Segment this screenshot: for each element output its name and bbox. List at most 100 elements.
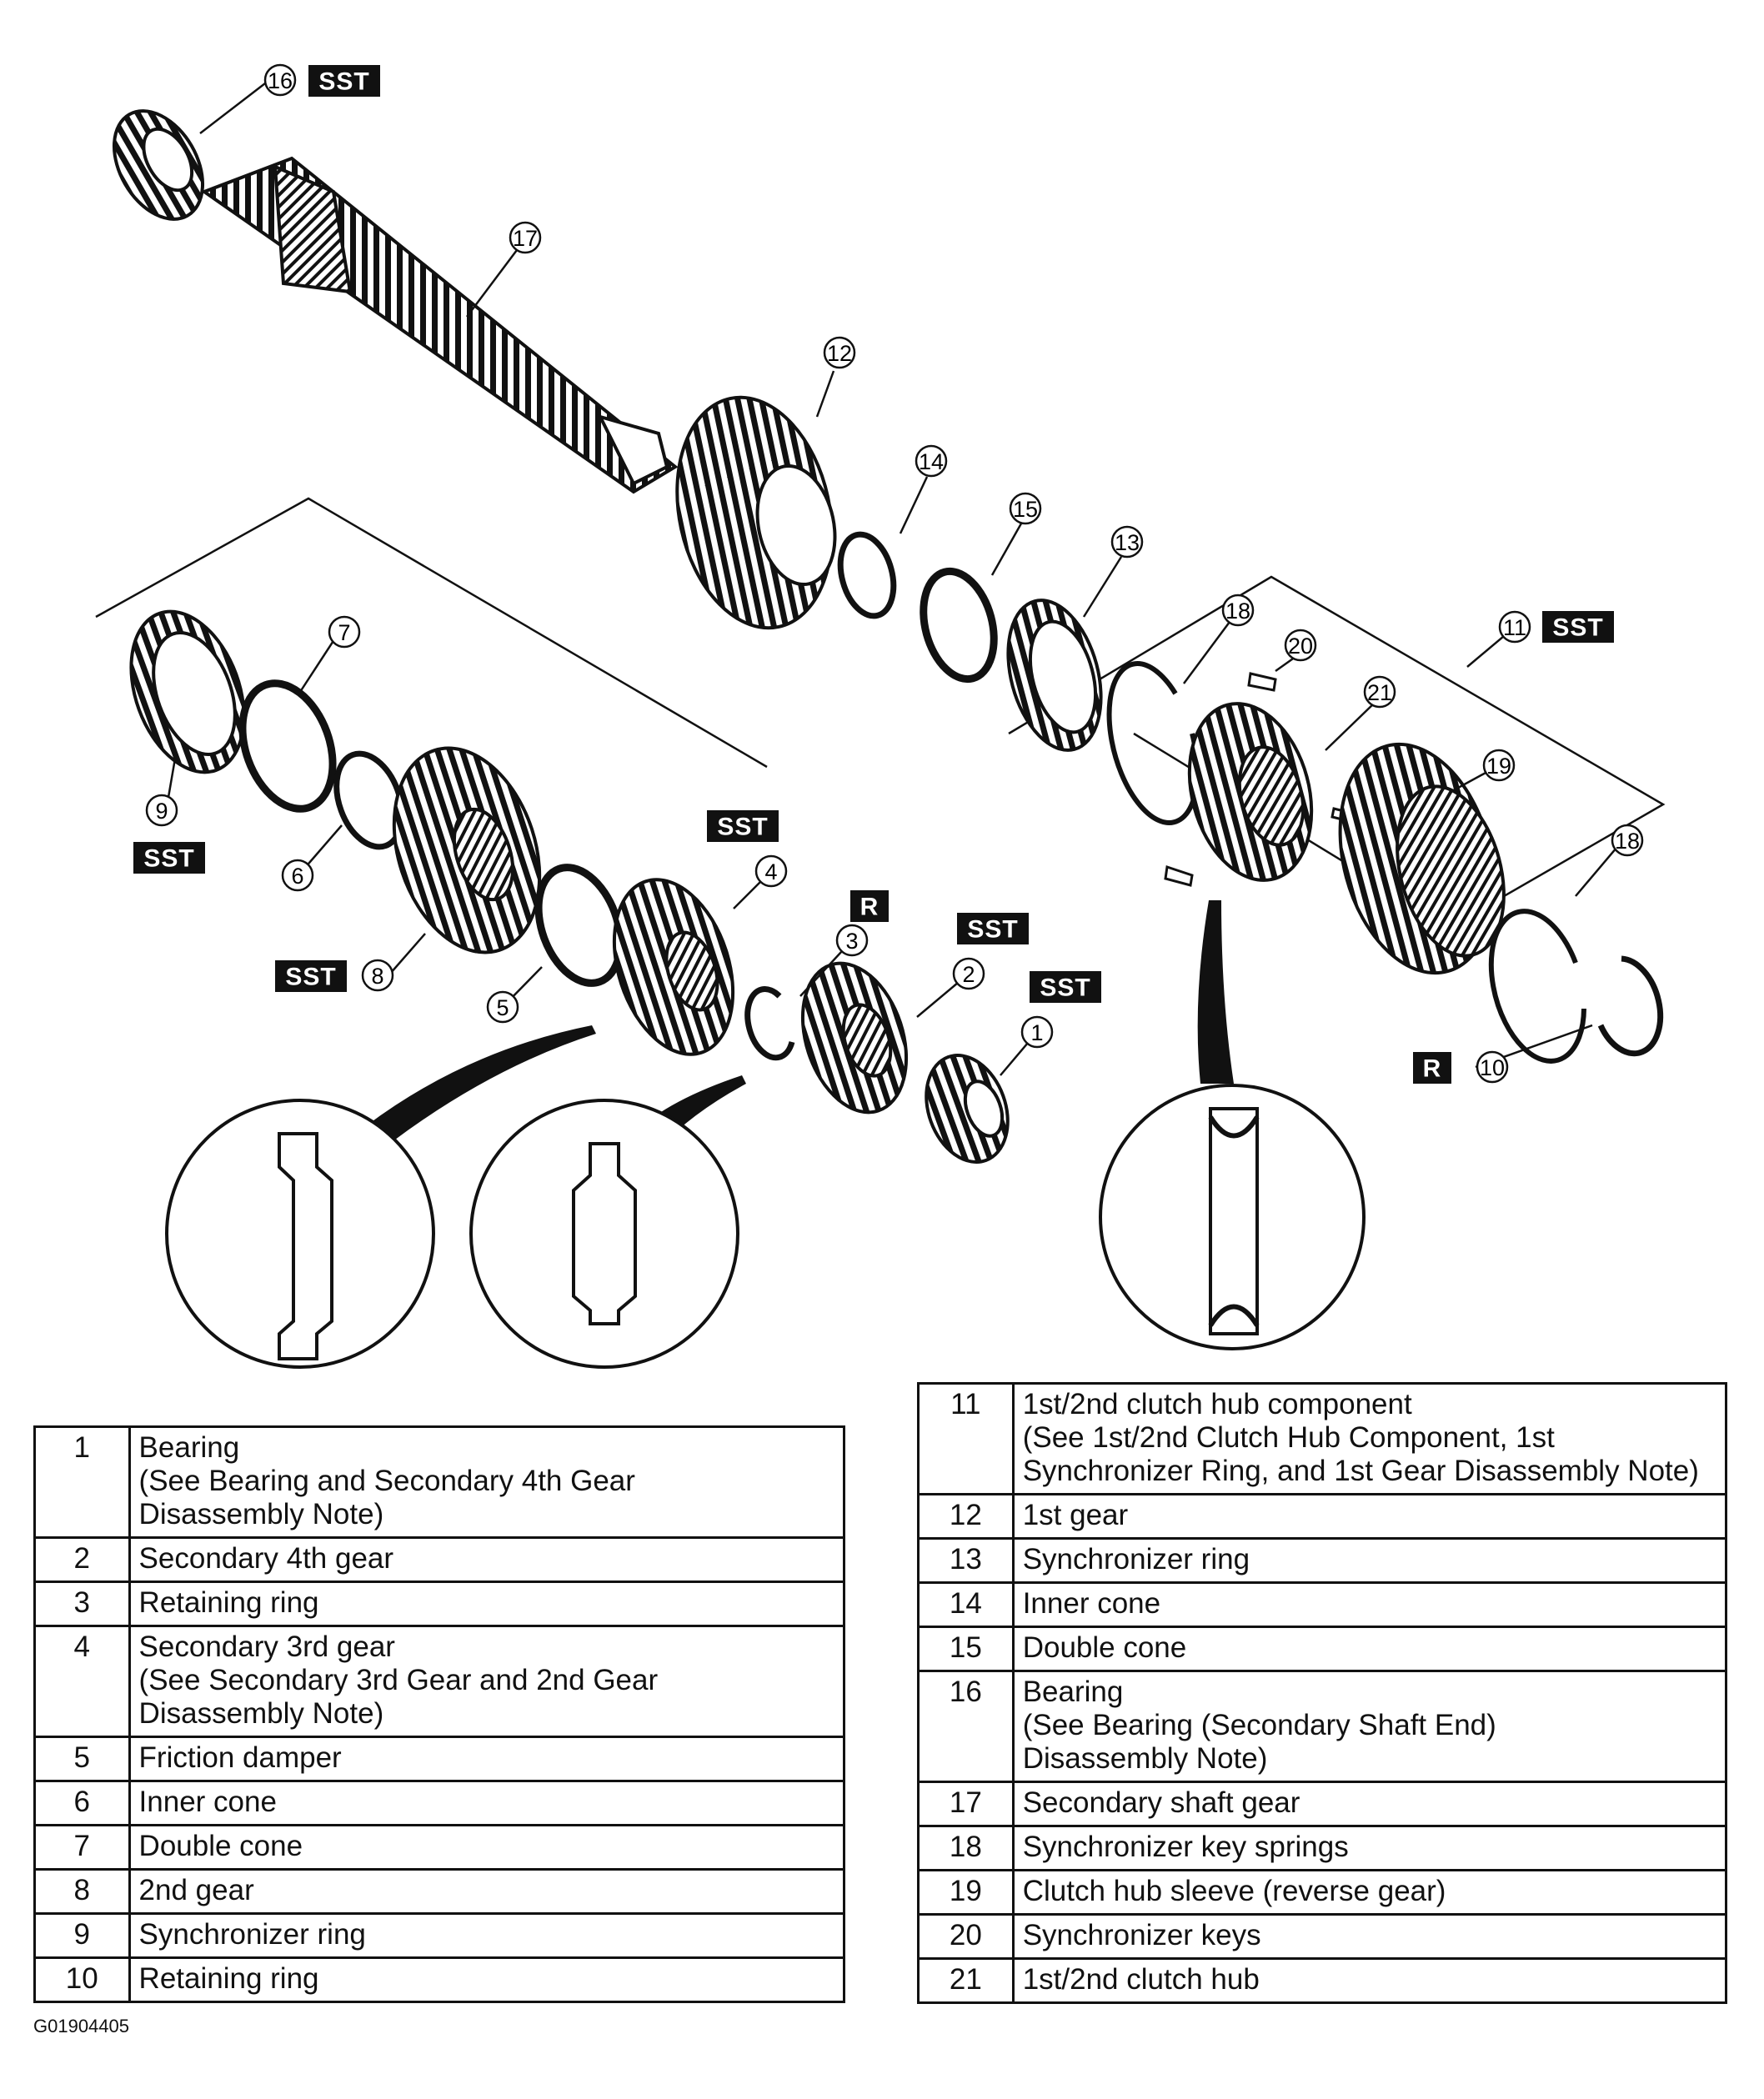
svg-text:17: 17 <box>513 226 538 251</box>
part-description: 1st/2nd clutch hub component(See 1st/2nd… <box>1011 1382 1728 1495</box>
part-description-line: Synchronizer ring <box>138 1918 366 1951</box>
part-description: Inner cone <box>1011 1581 1728 1628</box>
svg-text:15: 15 <box>1013 497 1038 522</box>
part-number: 8 <box>33 1868 131 1915</box>
part-description-line: Retaining ring <box>138 1962 319 1995</box>
part-description-line: Double cone <box>1022 1631 1187 1664</box>
svg-text:18: 18 <box>1225 599 1250 624</box>
part-number: 19 <box>917 1869 1015 1916</box>
retaining-ring-10 <box>1597 955 1664 1057</box>
svg-text:18: 18 <box>1615 829 1640 854</box>
callout-8: 8 <box>361 959 394 992</box>
part-number: 12 <box>917 1493 1015 1540</box>
svg-text:19: 19 <box>1486 754 1511 779</box>
part-description: Secondary 4th gear <box>128 1536 846 1583</box>
callout-17: 17 <box>509 221 542 254</box>
first-gear-12 <box>675 395 837 630</box>
svg-text:16: 16 <box>268 68 293 93</box>
part-description: Friction damper <box>128 1736 846 1782</box>
bearing-1 <box>925 1054 1010 1164</box>
callout-7: 7 <box>328 615 361 649</box>
part-description-line: Synchronizer ring <box>1022 1543 1250 1576</box>
r-tag-3: R <box>850 890 889 922</box>
svg-text:SST: SST <box>1040 974 1090 1002</box>
secondary-fourth-gear-2 <box>800 961 909 1115</box>
part-description: Retaining ring <box>128 1956 846 2003</box>
part-description: Synchronizer keys <box>1011 1913 1728 1960</box>
svg-text:12: 12 <box>827 341 852 366</box>
part-description-line: Inner cone <box>138 1786 277 1818</box>
svg-text:SST: SST <box>318 68 369 96</box>
callout-12: 12 <box>823 336 856 369</box>
detail-view-middle <box>469 1099 739 1369</box>
part-description: 2nd gear <box>128 1868 846 1915</box>
part-description-line: (See Bearing (Secondary Shaft End) <box>1022 1709 1496 1741</box>
part-number: 16 <box>917 1670 1015 1783</box>
clutch-hub-sleeve-19 <box>1338 742 1506 975</box>
group-outline-left <box>95 497 768 769</box>
callout-16: 16 <box>263 63 297 97</box>
double-cone-15 <box>920 567 998 684</box>
part-number: 2 <box>33 1536 131 1583</box>
key-spring-18a <box>1106 661 1200 825</box>
part-description-line: Double cone <box>138 1830 303 1862</box>
key-spring-18b <box>1488 909 1586 1064</box>
part-description-line: 1st/2nd clutch hub <box>1022 1963 1260 1996</box>
part-description: 1st gear <box>1011 1493 1728 1540</box>
svg-text:3: 3 <box>845 929 858 954</box>
part-description-line: Synchronizer keys <box>1022 1919 1261 1951</box>
svg-text:8: 8 <box>371 964 383 989</box>
part-description: Double cone <box>1011 1626 1728 1672</box>
part-number: 21 <box>917 1957 1015 2004</box>
part-number: 10 <box>33 1956 131 2003</box>
clutch-hub-21 <box>1187 702 1314 882</box>
inner-cone-6 <box>333 750 405 850</box>
sst-tag-1: SST <box>1030 971 1101 1003</box>
svg-text:20: 20 <box>1288 634 1313 659</box>
part-description-line: 1st gear <box>1022 1499 1129 1531</box>
part-number: 18 <box>917 1825 1015 1871</box>
part-description: Clutch hub sleeve (reverse gear) <box>1011 1869 1728 1916</box>
inner-cone-14 <box>837 531 897 619</box>
leader-lines <box>165 83 1622 1076</box>
callout-13: 13 <box>1110 525 1144 559</box>
sst-tag-4: SST <box>707 810 779 842</box>
svg-text:SST: SST <box>717 814 768 841</box>
part-number: 15 <box>917 1626 1015 1672</box>
svg-text:2: 2 <box>962 962 975 987</box>
svg-text:6: 6 <box>291 864 303 889</box>
part-description: Double cone <box>128 1824 846 1871</box>
double-cone-7 <box>238 679 337 813</box>
part-number: 5 <box>33 1736 131 1782</box>
part-description: Bearing(See Bearing (Secondary Shaft End… <box>1011 1670 1728 1783</box>
part-description-line: Inner cone <box>1022 1587 1161 1620</box>
part-number: 4 <box>33 1625 131 1738</box>
part-description-line: Friction damper <box>138 1741 342 1774</box>
part-description-line: (See 1st/2nd Clutch Hub Component, 1st <box>1022 1421 1555 1454</box>
svg-text:5: 5 <box>496 995 509 1020</box>
part-description-line: Synchronizer Ring, and 1st Gear Disassem… <box>1022 1455 1699 1487</box>
svg-text:1: 1 <box>1030 1020 1043 1045</box>
part-description-line: Disassembly Note) <box>1022 1742 1268 1775</box>
part-description-line: Clutch hub sleeve (reverse gear) <box>1022 1875 1446 1907</box>
part-number: 3 <box>33 1581 131 1627</box>
callout-10: 10 <box>1476 1050 1509 1084</box>
svg-text:7: 7 <box>338 620 350 645</box>
detail-view-right <box>1099 1084 1366 1350</box>
svg-text:13: 13 <box>1115 530 1140 555</box>
callout-9: 9 <box>145 794 178 827</box>
part-description-line: Synchronizer key springs <box>1022 1831 1349 1863</box>
callout-6: 6 <box>281 859 314 892</box>
part-description: Inner cone <box>128 1780 846 1826</box>
